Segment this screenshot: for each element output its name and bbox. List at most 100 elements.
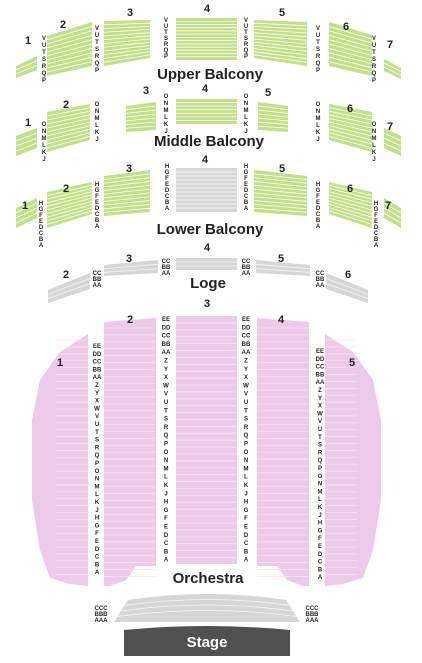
- seat-row-line: [46, 107, 91, 117]
- row-label: G: [39, 207, 44, 213]
- row-label: V: [42, 36, 46, 42]
- section-orch-1[interactable]: [32, 334, 88, 586]
- section-number: 5: [349, 357, 355, 369]
- row-label: S: [244, 36, 248, 42]
- section-lb-3[interactable]: [103, 170, 151, 216]
- row-label: E: [318, 544, 322, 550]
- row-label: EE: [162, 317, 170, 323]
- section-ub-4[interactable]: [175, 18, 237, 60]
- row-label: P: [318, 466, 322, 472]
- row-label: N: [164, 458, 168, 464]
- section-mb-7[interactable]: [383, 128, 402, 156]
- section-orch-3[interactable]: [176, 316, 237, 564]
- row-label: J: [316, 137, 319, 143]
- section-loge-6[interactable]: [325, 273, 369, 303]
- section-number: 1: [22, 200, 28, 212]
- seat-row-line: [328, 39, 373, 52]
- section-ub-2[interactable]: [46, 22, 93, 76]
- row-label: N: [372, 129, 376, 135]
- row-label: X: [164, 375, 168, 381]
- row-label: B: [374, 237, 379, 243]
- section-ub-3[interactable]: [103, 20, 151, 66]
- section-lb-5[interactable]: [253, 170, 308, 216]
- section-orch-5[interactable]: [325, 334, 381, 586]
- seat-row-line: [46, 210, 93, 225]
- row-label: U: [372, 43, 376, 49]
- seat-row-line: [103, 192, 151, 199]
- level-title-orchestra: Orchestra: [173, 570, 245, 587]
- row-label: K: [244, 483, 249, 489]
- row-label: P: [316, 68, 320, 74]
- seat-row-line: [117, 610, 297, 617]
- row-label: D: [316, 206, 321, 212]
- seat-row-line: [328, 114, 373, 125]
- row-label: G: [244, 508, 249, 514]
- seat-row-line: [47, 283, 91, 300]
- seat-row-line: [103, 203, 151, 210]
- section-orch-pit[interactable]: [114, 594, 300, 622]
- seat-row-line: [103, 29, 151, 33]
- seat-row-line: [253, 207, 308, 213]
- section-mb-5[interactable]: [257, 102, 289, 132]
- row-label: Z: [244, 359, 248, 365]
- row-label: P: [244, 54, 248, 60]
- seat-row-line: [46, 125, 91, 137]
- row-label: N: [164, 101, 168, 107]
- section-mb-1[interactable]: [15, 128, 38, 156]
- section-number: 3: [204, 298, 210, 310]
- section-mb-3[interactable]: [125, 102, 157, 132]
- section-mb-2[interactable]: [46, 104, 91, 152]
- row-label: W: [163, 383, 169, 389]
- row-label: P: [42, 78, 46, 84]
- seat-row-line: [46, 34, 93, 49]
- row-label: E: [95, 200, 99, 206]
- row-label: R: [318, 450, 323, 456]
- seat-row-line: [255, 263, 311, 270]
- seat-row-line: [15, 212, 38, 224]
- section-mb-6[interactable]: [328, 104, 373, 152]
- seat-row-line: [46, 39, 93, 53]
- section-ub-6[interactable]: [328, 22, 373, 76]
- section-lb-2[interactable]: [46, 182, 93, 228]
- seat-row-line: [253, 177, 308, 184]
- row-label: D: [244, 188, 249, 194]
- section-mb-4[interactable]: [175, 99, 237, 124]
- section-loge-2[interactable]: [47, 273, 91, 303]
- seat-row-line: [328, 191, 373, 204]
- row-label: K: [164, 122, 169, 128]
- section-loge-5[interactable]: [255, 260, 311, 276]
- row-label: C: [374, 231, 379, 237]
- row-label: O: [164, 450, 169, 456]
- section-ub-7[interactable]: [383, 59, 402, 79]
- seat-row-line: [15, 202, 38, 214]
- section-lb-7[interactable]: [383, 198, 402, 228]
- section-loge-4-area: [176, 258, 237, 270]
- section-lb-1[interactable]: [15, 198, 38, 228]
- row-label: B: [95, 218, 100, 224]
- row-label: BB: [93, 367, 102, 373]
- section-ub-5-area: [254, 20, 307, 66]
- section-lb-6[interactable]: [328, 182, 373, 228]
- row-label: V: [318, 419, 322, 425]
- seat-row-line: [328, 184, 373, 196]
- row-label: T: [244, 408, 248, 414]
- seat-row-line: [328, 188, 373, 200]
- section-mb-4-area: [176, 99, 237, 124]
- row-label: R: [316, 54, 321, 60]
- seat-row-line: [328, 48, 373, 60]
- section-loge-3[interactable]: [103, 260, 159, 276]
- section-ub-5[interactable]: [253, 20, 308, 66]
- row-label: N: [244, 458, 248, 464]
- row-label: K: [318, 505, 323, 511]
- row-label: J: [95, 508, 98, 514]
- section-loge-4[interactable]: [176, 258, 237, 270]
- row-label: Y: [164, 367, 168, 373]
- row-label: L: [372, 143, 376, 149]
- row-label: H: [39, 201, 43, 207]
- row-label: E: [165, 182, 169, 188]
- row-label: U: [95, 33, 99, 39]
- section-lb-4[interactable]: [175, 168, 237, 212]
- section-ub-1[interactable]: [15, 56, 38, 78]
- seat-row-line: [383, 132, 402, 142]
